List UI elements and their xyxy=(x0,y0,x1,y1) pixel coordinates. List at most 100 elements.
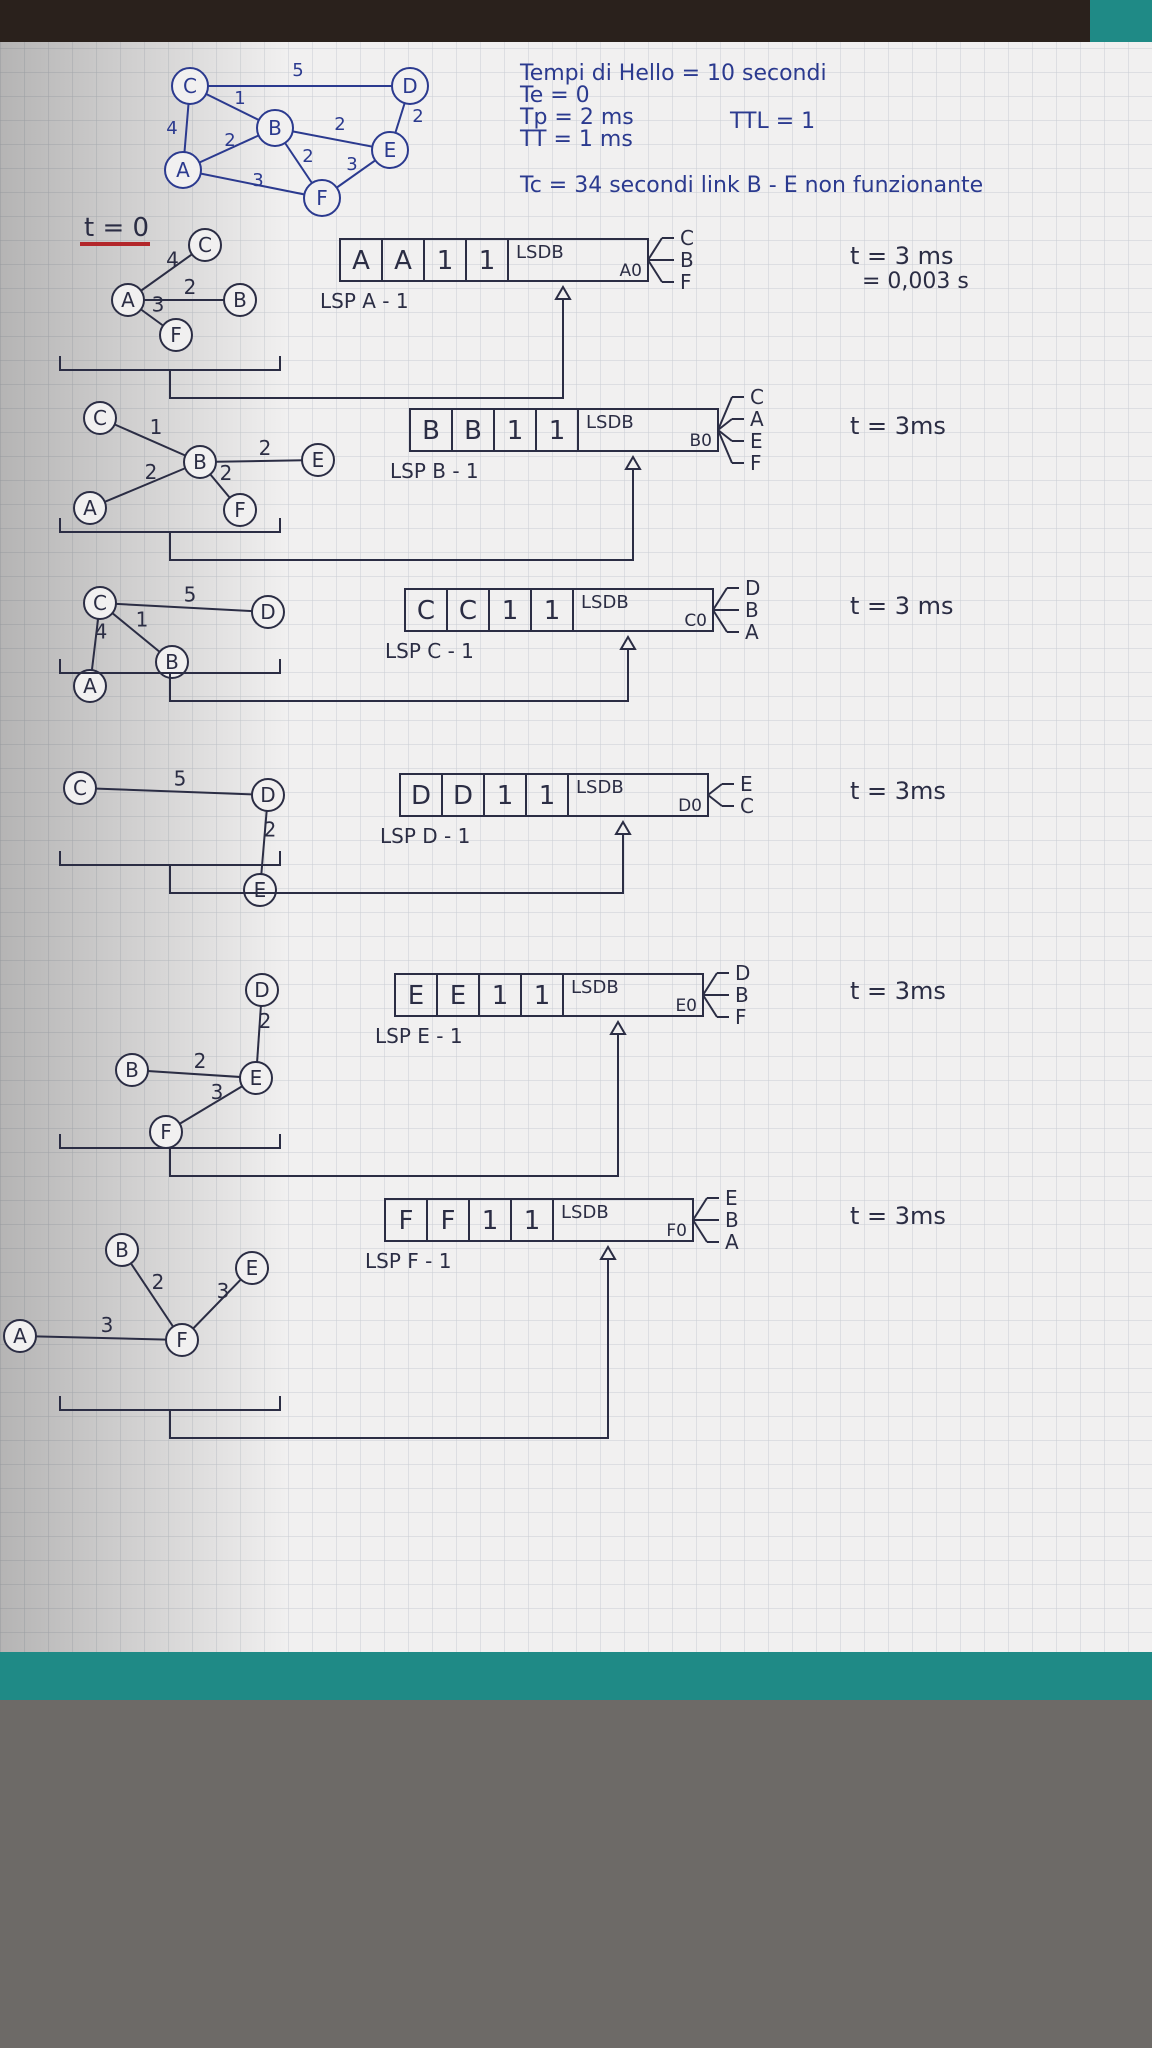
weight-c-b: 1 xyxy=(136,608,149,632)
weight-a-b: 2 xyxy=(184,275,197,299)
arrow-head-icon xyxy=(614,820,632,835)
arrow-head-icon xyxy=(619,635,637,650)
output-link-f: F xyxy=(680,270,692,294)
node-d-nb-c: C xyxy=(63,771,97,805)
weight-a-c: 4 xyxy=(166,248,179,272)
node-c-nb-d: D xyxy=(251,595,285,629)
lsp-cell: A xyxy=(394,246,412,276)
header-weight-ab: 2 xyxy=(224,130,235,151)
svg-text:B: B xyxy=(193,450,207,474)
node-a-nb-b: B xyxy=(223,283,257,317)
lsp-cell: 1 xyxy=(544,596,561,626)
node-f-nb-b: B xyxy=(105,1233,139,1267)
output-link-a: A xyxy=(750,407,764,431)
node-c-nb-a: A xyxy=(73,669,107,703)
node-a-nb-c: C xyxy=(188,228,222,262)
header-node-b: B xyxy=(256,109,294,147)
lsp-cell: A xyxy=(352,246,370,276)
port-label: A0 xyxy=(620,261,642,281)
header-weight-de: 2 xyxy=(412,106,423,127)
time-zero-label: t = 0 xyxy=(84,213,149,243)
node-d-center: D xyxy=(251,778,285,812)
svg-text:F: F xyxy=(176,1328,188,1352)
output-link-b: B xyxy=(680,248,694,272)
tt-line: TT = 1 ms xyxy=(519,127,633,152)
hello-line: Tempi di Hello = 10 secondi xyxy=(519,61,827,86)
paper-sheet xyxy=(0,42,1152,1652)
header-weight-ef: 3 xyxy=(346,154,357,175)
port-label: B0 xyxy=(690,431,712,451)
port-label: F0 xyxy=(666,1221,687,1241)
node-b-nb-c: C xyxy=(83,401,117,435)
lsp-cell: 1 xyxy=(539,781,556,811)
tc-line: Tc = 34 secondi link B - E non funzionan… xyxy=(519,173,983,198)
lsdb-label: LSDB xyxy=(586,412,634,433)
output-link-d: D xyxy=(735,961,750,985)
svg-text:F: F xyxy=(316,186,328,210)
arrow-head-icon xyxy=(554,285,572,300)
lsp-cell: 1 xyxy=(479,246,496,276)
output-link-b: B xyxy=(725,1208,739,1232)
arrow-head-icon xyxy=(599,1245,617,1260)
lsp-cell: 1 xyxy=(437,246,454,276)
svg-text:E: E xyxy=(312,448,325,472)
svg-text:C: C xyxy=(198,233,212,257)
weight-e-d: 2 xyxy=(259,1009,272,1033)
node-b-nb-e: E xyxy=(301,443,335,477)
svg-text:A: A xyxy=(13,1324,27,1348)
svg-text:B: B xyxy=(165,650,179,674)
output-link-c: C xyxy=(740,794,754,818)
arrow-head-icon xyxy=(609,1020,627,1035)
svg-text:B: B xyxy=(125,1058,139,1082)
lsp-cell: 1 xyxy=(524,1206,541,1236)
header-weight-ca: 4 xyxy=(166,118,177,139)
svg-text:A: A xyxy=(83,674,97,698)
header-node-f: F xyxy=(303,179,341,217)
time-label: t = 3ms xyxy=(850,412,946,440)
lsp-cell: E xyxy=(450,981,466,1011)
lsp-caption: LSP A - 1 xyxy=(320,289,409,313)
node-b-nb-a: A xyxy=(73,491,107,525)
header-weight-cd: 5 xyxy=(292,60,303,81)
node-e-center: E xyxy=(239,1061,273,1095)
lsp-cell: 1 xyxy=(497,781,514,811)
svg-text:B: B xyxy=(233,288,247,312)
lsp-cell: 1 xyxy=(534,981,551,1011)
node-c-center: C xyxy=(83,586,117,620)
flow-arrow xyxy=(169,467,634,561)
output-link-b: B xyxy=(735,983,749,1007)
weight-f-b: 2 xyxy=(152,1270,165,1294)
flow-arrow xyxy=(169,297,564,399)
lsp-cell: 1 xyxy=(507,416,524,446)
lsp-cell: F xyxy=(399,1206,414,1236)
lsp-cell: D xyxy=(453,781,473,811)
lsp-cell: D xyxy=(411,781,431,811)
svg-text:A: A xyxy=(121,288,135,312)
header-notes: Tempi di Hello = 10 secondi Te = 0 Tp = … xyxy=(519,61,983,198)
node-f-nb-e: E xyxy=(235,1251,269,1285)
flow-arrow xyxy=(169,1257,609,1439)
header-weight-be: 2 xyxy=(334,114,345,135)
lsp-cell: 1 xyxy=(482,1206,499,1236)
te-line: Te = 0 xyxy=(519,83,590,108)
svg-text:D: D xyxy=(254,978,269,1002)
header-node-d: D xyxy=(391,67,429,105)
node-c-nb-b: B xyxy=(155,645,189,679)
weight-c-d: 5 xyxy=(184,583,197,607)
flow-arrow xyxy=(169,647,629,702)
output-link-e: E xyxy=(750,429,763,453)
flow-arrow xyxy=(169,832,624,894)
port-label: C0 xyxy=(684,611,707,631)
svg-text:C: C xyxy=(93,406,107,430)
header-node-e: E xyxy=(371,131,409,169)
svg-text:E: E xyxy=(384,138,397,162)
svg-text:E: E xyxy=(254,878,267,902)
